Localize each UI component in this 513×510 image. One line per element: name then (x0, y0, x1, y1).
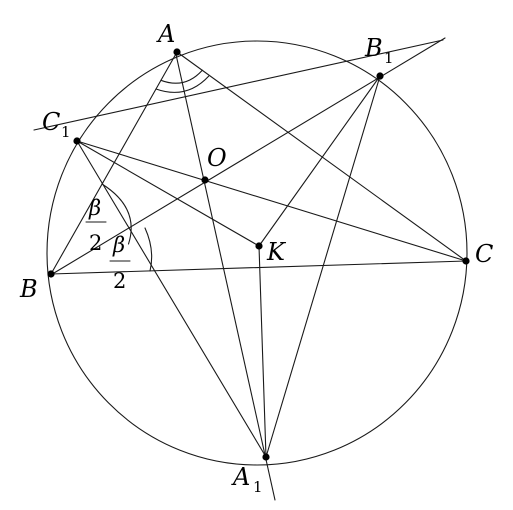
line-a-a1 (174, 49, 276, 501)
label-a1-sub: 1 (253, 478, 263, 496)
point-k (255, 242, 263, 250)
point-b1 (376, 72, 384, 80)
side-bc (50, 260, 467, 275)
line-c1-b1 (33, 39, 444, 131)
label-c1: C 1 (42, 108, 71, 141)
point-c (462, 257, 470, 265)
segment-c1-a1 (76, 140, 267, 458)
angle-mark-b-lower (144, 227, 153, 272)
label-a: A (156, 20, 175, 48)
segment-c1-c (76, 140, 467, 262)
label-c1-sub: 1 (61, 123, 71, 141)
point-b (47, 270, 55, 278)
segment-k-a1 (258, 245, 267, 458)
label-a1: A 1 (231, 463, 263, 496)
segment-b1-k (258, 75, 381, 247)
angle-mark-a-inner (160, 69, 203, 84)
angle-mark-b-upper (101, 183, 132, 245)
point-a (173, 48, 181, 56)
label-k: K (266, 238, 287, 266)
angle-label-lower-numerator: β (112, 233, 125, 257)
side-ac (176, 51, 467, 262)
label-a1-main: A (231, 463, 250, 491)
angle-label-beta-half-upper: β 2 (85, 196, 107, 255)
angle-label-upper-denominator: 2 (89, 231, 102, 255)
label-c: C (475, 240, 493, 268)
label-b1: B 1 (364, 34, 394, 67)
angle-label-upper-numerator: β (88, 196, 101, 220)
circumcircle (46, 40, 468, 466)
angle-label-beta-half-lower: β 2 (109, 233, 131, 293)
segment-b1-a1 (265, 75, 381, 458)
point-c1 (73, 137, 81, 145)
segment-c1-k (76, 140, 260, 247)
label-b: B (19, 275, 38, 303)
angle-mark-a-outer (155, 75, 210, 93)
point-a1 (262, 453, 270, 461)
label-o: O (207, 144, 227, 172)
angle-label-lower-denominator: 2 (113, 269, 126, 293)
label-c1-main: C (42, 108, 60, 136)
label-b1-main: B (364, 34, 383, 62)
point-o (201, 176, 209, 184)
label-b1-sub: 1 (384, 49, 394, 67)
